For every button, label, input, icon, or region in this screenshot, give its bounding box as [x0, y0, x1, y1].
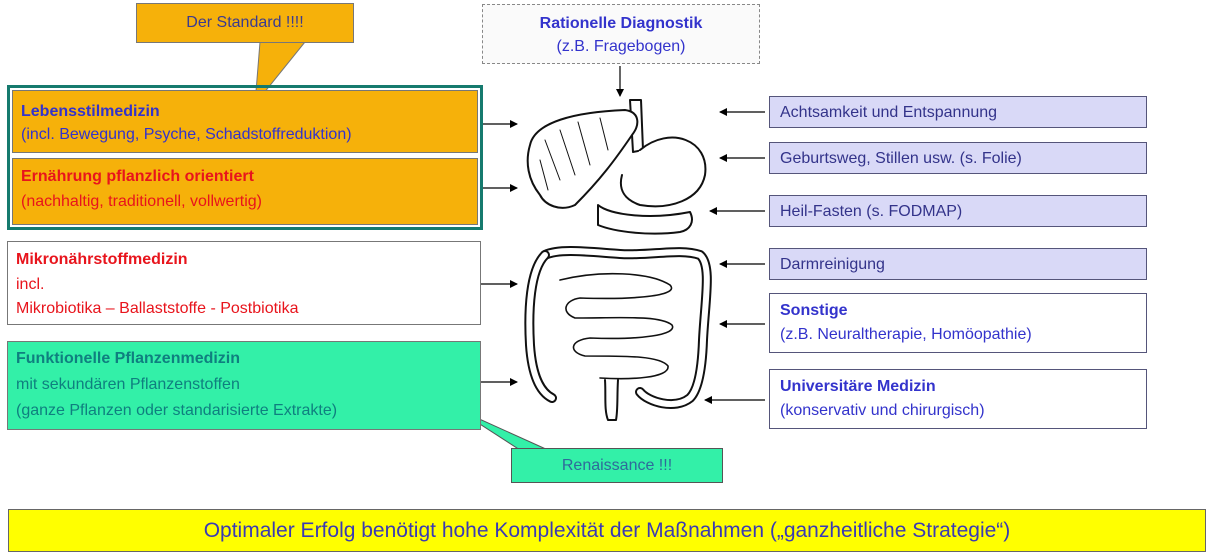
university-box: Universitäre Medizin (konservativ und ch…: [769, 369, 1147, 429]
micronutrient-title: Mikronährstoffmedizin: [8, 249, 188, 270]
other-title: Sonstige: [780, 301, 848, 321]
renaissance-callout: Renaissance !!!: [511, 448, 723, 483]
mindfulness-label: Achtsamkeit und Entspannung: [780, 103, 997, 123]
cleansing-box: Darmreinigung: [769, 248, 1147, 280]
footer-text: Optimaler Erfolg benötigt hohe Komplexit…: [9, 519, 1205, 543]
birth-box: Geburtsweg, Stillen usw. (s. Folie): [769, 142, 1147, 174]
micronutrient-line3: Mikrobiotika – Ballaststoffe - Postbioti…: [8, 298, 299, 319]
micronutrient-box: Mikronährstoffmedizin incl. Mikrobiotika…: [7, 241, 481, 325]
diagnostics-box: Rationelle Diagnostik (z.B. Fragebogen): [482, 4, 760, 64]
diagnostics-title: Rationelle Diagnostik: [483, 15, 759, 33]
standard-callout: Der Standard !!!!: [136, 3, 354, 43]
other-detail: (z.B. Neuraltherapie, Homöopathie): [780, 325, 1032, 345]
lifestyle-detail: (incl. Bewegung, Psyche, Schadstoffreduk…: [13, 124, 352, 145]
lifestyle-box: Lebensstilmedizin (incl. Bewegung, Psych…: [12, 90, 478, 153]
standard-callout-text: Der Standard !!!!: [137, 14, 353, 32]
digestive-tract-illustration: [528, 100, 707, 420]
nutrition-title: Ernährung pflanzlich orientiert: [13, 166, 254, 187]
university-title: Universitäre Medizin: [780, 377, 936, 397]
phyto-box: Funktionelle Pflanzenmedizin mit sekundä…: [7, 341, 481, 430]
phyto-line3: (ganze Pflanzen oder standarisierte Extr…: [8, 400, 337, 421]
footer-banner: Optimaler Erfolg benötigt hohe Komplexit…: [8, 509, 1206, 552]
micronutrient-line2: incl.: [8, 274, 44, 295]
fasting-box: Heil-Fasten (s. FODMAP): [769, 195, 1147, 227]
other-box: Sonstige (z.B. Neuraltherapie, Homöopath…: [769, 293, 1147, 353]
mindfulness-box: Achtsamkeit und Entspannung: [769, 96, 1147, 128]
renaissance-callout-text: Renaissance !!!: [512, 457, 722, 475]
phyto-line2: mit sekundären Pflanzenstoffen: [8, 374, 240, 395]
fasting-label: Heil-Fasten (s. FODMAP): [780, 202, 962, 222]
diagnostics-subtitle: (z.B. Fragebogen): [483, 38, 759, 56]
nutrition-box: Ernährung pflanzlich orientiert (nachhal…: [12, 158, 478, 225]
cleansing-label: Darmreinigung: [780, 255, 885, 275]
lifestyle-title: Lebensstilmedizin: [13, 101, 160, 122]
university-detail: (konservativ und chirurgisch): [780, 401, 985, 421]
birth-label: Geburtsweg, Stillen usw. (s. Folie): [780, 149, 1022, 169]
nutrition-detail: (nachhaltig, traditionell, vollwertig): [13, 191, 262, 212]
phyto-title: Funktionelle Pflanzenmedizin: [8, 348, 240, 369]
